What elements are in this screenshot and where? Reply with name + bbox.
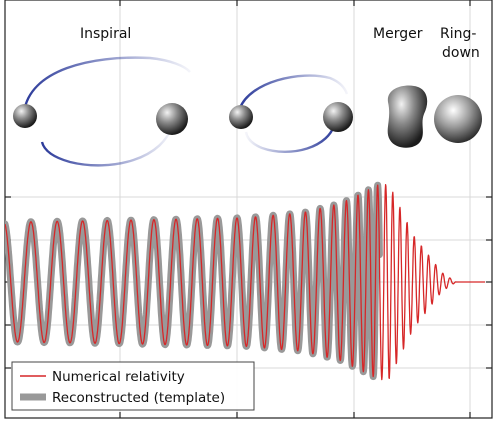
legend-label-numerical-relativity: Numerical relativity — [52, 369, 185, 385]
legend-label-reconstructed-template: Reconstructed (template) — [52, 390, 225, 406]
stage-illustrations — [13, 56, 482, 167]
stage-label-merger: Merger — [373, 26, 423, 42]
legend: Numerical relativity Reconstructed (temp… — [11, 361, 255, 411]
grid-lines — [5, 0, 492, 418]
series-line-numerical-relativity — [5, 184, 486, 381]
stage-label-ringdown-2: down — [442, 45, 480, 61]
merger-blob — [387, 85, 428, 148]
black-hole-left — [13, 104, 37, 128]
orbit-path-lower — [40, 121, 175, 167]
black-hole-right-2 — [323, 102, 353, 132]
plot-frame — [4, 0, 493, 419]
orbit-path-lower-2 — [244, 121, 337, 153]
stage-label-ringdown-1: Ring- — [440, 26, 476, 42]
orbit-path-upper — [22, 56, 191, 113]
black-hole-right — [156, 103, 188, 135]
legend-box — [11, 361, 255, 411]
orbit-path-upper-2 — [238, 74, 349, 109]
stage-label-inspiral: Inspiral — [80, 26, 131, 42]
ringdown-sphere — [434, 95, 482, 143]
plot-border — [4, 0, 493, 419]
inspiral-binary-2 — [229, 74, 353, 153]
inspiral-binary-1 — [13, 56, 191, 167]
black-hole-left-2 — [229, 105, 253, 129]
